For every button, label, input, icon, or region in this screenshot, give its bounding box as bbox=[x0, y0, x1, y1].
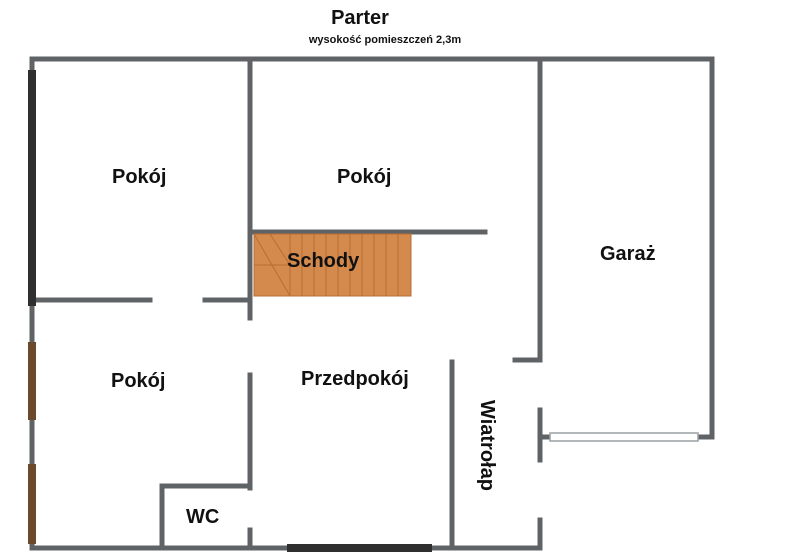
room-label-bottom-left: Pokój bbox=[111, 370, 166, 392]
stair-treads bbox=[253, 233, 399, 297]
outer-walls bbox=[29, 56, 715, 551]
stairs bbox=[253, 233, 412, 297]
room-label-wc: WC bbox=[186, 506, 220, 528]
room-label-hall: Przedpokój bbox=[301, 368, 409, 390]
plan-subtitle: wysokość pomieszczeń 2,3m bbox=[308, 34, 462, 46]
room-label-garage: Garaż bbox=[600, 243, 656, 265]
window-left-bottom bbox=[28, 464, 36, 544]
plan-title: Parter bbox=[331, 7, 389, 29]
window-left-top bbox=[28, 70, 36, 306]
stairs-body bbox=[253, 233, 412, 297]
room-label-stairs: Schody bbox=[287, 250, 360, 272]
garage-door bbox=[549, 432, 699, 442]
interior-walls bbox=[32, 56, 715, 551]
window-bottom bbox=[287, 544, 432, 552]
windows bbox=[28, 70, 432, 552]
window-left-middle bbox=[28, 342, 36, 420]
room-label-top-middle: Pokój bbox=[337, 166, 392, 188]
room-label-vestibule: Wiatrołap bbox=[476, 400, 498, 491]
room-label-top-left: Pokój bbox=[112, 166, 167, 188]
